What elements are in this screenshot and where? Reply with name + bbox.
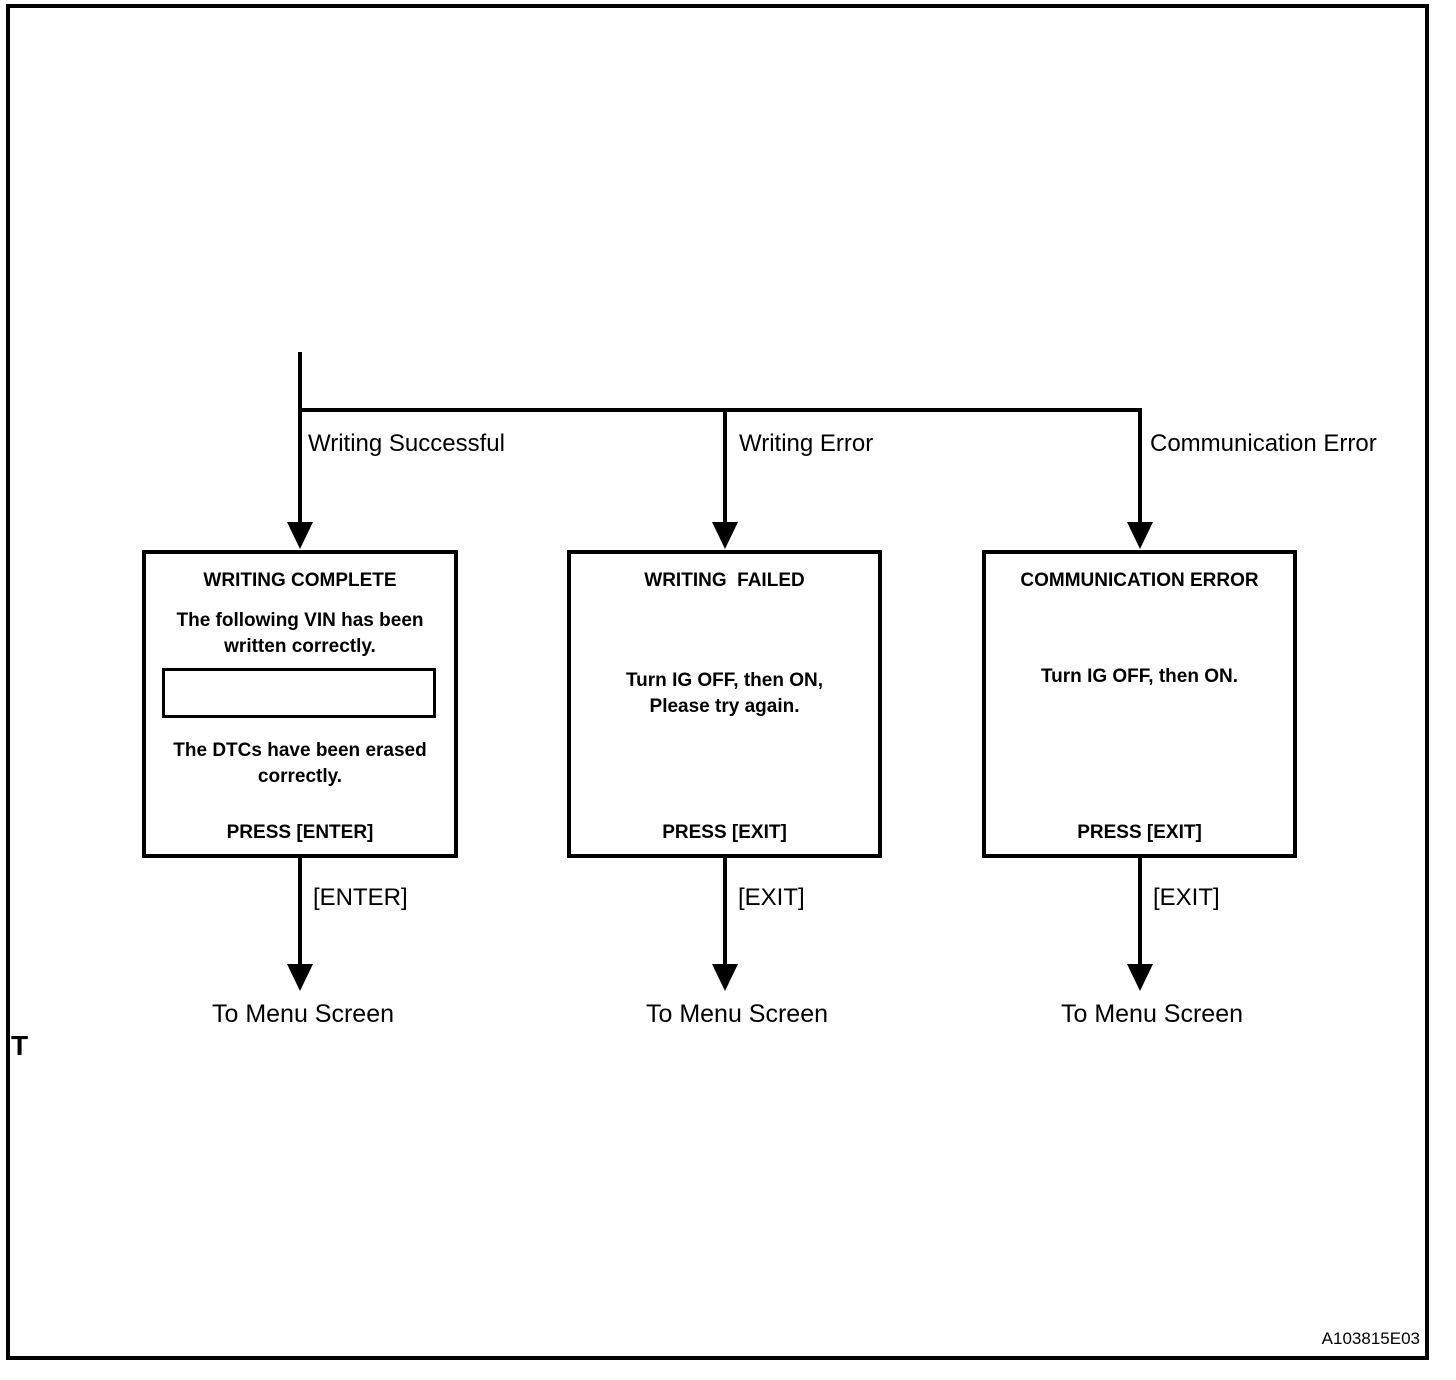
figure-code: A103815E03 xyxy=(1321,1329,1420,1348)
arrowhead-into-writing-failed xyxy=(712,522,738,549)
screen-title: WRITING FAILED xyxy=(644,570,805,591)
arrowhead-to-menu-2 xyxy=(712,964,738,991)
key-label-enter: [ENTER] xyxy=(313,884,408,911)
destination-to-menu-screen-1: To Menu Screen xyxy=(211,1000,395,1028)
screen-box-writing-complete: WRITING COMPLETE The following VIN has b… xyxy=(142,550,458,858)
connector-writing-error-drop xyxy=(723,408,727,524)
connector-communication-error-drop xyxy=(1138,408,1142,524)
connector-enter-to-menu xyxy=(298,858,302,966)
connector-exit-to-menu-writing-failed xyxy=(723,858,727,966)
screen-title: COMMUNICATION ERROR xyxy=(1020,570,1259,591)
dtc-erased-message: The DTCs have been erased correctly. xyxy=(173,740,427,787)
press-exit-prompt: PRESS [EXIT] xyxy=(662,822,787,843)
ignition-cycle-message: Turn IG OFF, then ON. xyxy=(1040,666,1239,687)
branch-label-communication-error: Communication Error xyxy=(1150,430,1377,457)
key-label-exit-2: [EXIT] xyxy=(1153,884,1220,911)
arrowhead-to-menu-3 xyxy=(1127,964,1153,991)
connector-exit-to-menu-communication-error xyxy=(1138,858,1142,966)
screen-title: WRITING COMPLETE xyxy=(203,570,397,591)
vin-written-message: The following VIN has been written corre… xyxy=(176,610,424,657)
screen-box-writing-failed: WRITING FAILED Turn IG OFF, then ON, Ple… xyxy=(567,550,882,858)
retry-message: Turn IG OFF, then ON, Please try again. xyxy=(625,670,824,717)
arrowhead-into-communication-error xyxy=(1127,522,1153,549)
branch-label-writing-error: Writing Error xyxy=(739,430,874,457)
page-border xyxy=(6,4,1429,1360)
destination-to-menu-screen-2: To Menu Screen xyxy=(645,1000,829,1028)
arrowhead-into-writing-complete xyxy=(287,522,313,549)
connector-branch-rail xyxy=(298,408,1142,412)
vin-value-field xyxy=(162,668,436,718)
branch-label-writing-successful: Writing Successful xyxy=(308,430,505,457)
connector-incoming-stem xyxy=(298,352,302,524)
press-enter-prompt: PRESS [ENTER] xyxy=(226,822,374,843)
press-exit-prompt: PRESS [EXIT] xyxy=(1077,822,1202,843)
destination-to-menu-screen-3: To Menu Screen xyxy=(1060,1000,1244,1028)
arrowhead-to-menu-1 xyxy=(287,964,313,991)
page-margin-letter: T xyxy=(11,1030,29,1061)
screen-box-communication-error: COMMUNICATION ERROR Turn IG OFF, then ON… xyxy=(982,550,1297,858)
key-label-exit-1: [EXIT] xyxy=(738,884,805,911)
